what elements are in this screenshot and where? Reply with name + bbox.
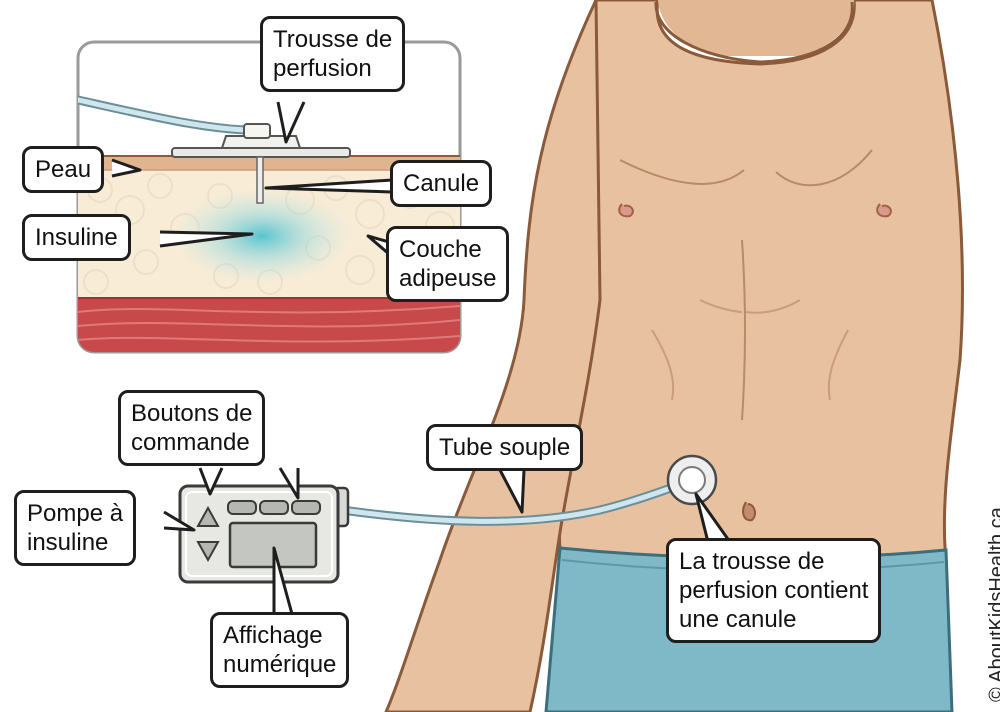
label-couche-adipeuse: Couche adipeuse: [386, 226, 510, 302]
control-buttons: [196, 500, 321, 563]
callout-pointers: [111, 101, 732, 615]
label-peau: Peau: [22, 146, 105, 193]
cannula: [256, 156, 264, 204]
navel: [742, 501, 756, 522]
label-insuline: Insuline: [22, 214, 131, 261]
copyright-credit: © AboutKidsHealth.ca: [986, 507, 1000, 702]
infusion-set-base: [171, 147, 351, 158]
muscle-layer: [78, 298, 460, 352]
arrow-down-button-icon: [196, 541, 220, 563]
nipple-left: [618, 203, 634, 218]
label-tube-souple: Tube souple: [426, 424, 584, 471]
label-pompe-a-insuline: Pompe à insuline: [14, 490, 137, 566]
label-affichage-numerique: Affichage numérique: [210, 612, 350, 688]
label-trousse-de-perfusion: Trousse de perfusion: [260, 16, 406, 92]
skin-cross-section: [76, 40, 462, 354]
infusion-site: [666, 454, 718, 506]
insulin-diffusion: [172, 188, 352, 284]
arm: [384, 0, 602, 712]
nipple-right: [876, 203, 892, 218]
flexible-tube: [337, 475, 699, 526]
insulin-pump: [178, 484, 350, 584]
label-canule: Canule: [390, 160, 493, 207]
label-boutons-de-commande: Boutons de commande: [118, 390, 266, 466]
neck: [658, 0, 855, 56]
arrow-up-button-icon: [196, 505, 220, 527]
skin-layer: [78, 156, 460, 170]
label-trousse-contient-canule: La trousse de perfusion contient une can…: [666, 538, 882, 643]
